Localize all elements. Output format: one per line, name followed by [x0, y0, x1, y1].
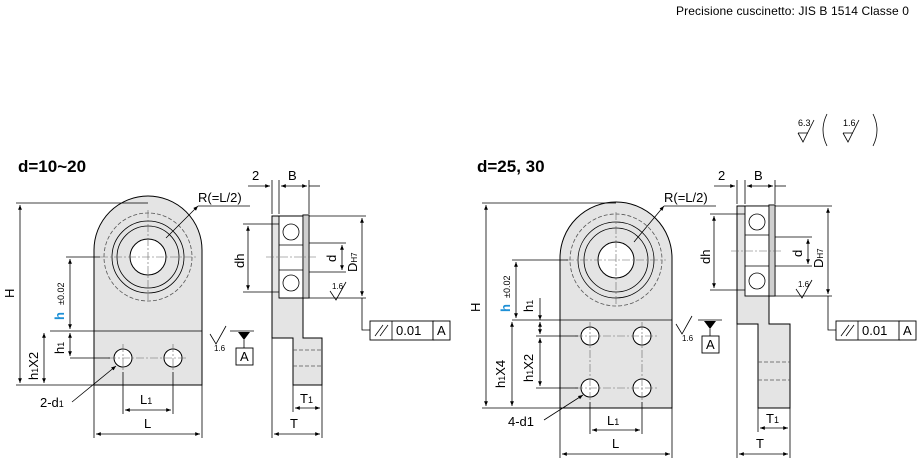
- svg-text:h1: h1: [52, 342, 67, 354]
- dim-D-sub: H7: [816, 248, 825, 259]
- holes-callout: 2-d: [40, 395, 59, 410]
- dim-D: D: [345, 263, 360, 272]
- dim-L: L: [612, 436, 619, 451]
- dim-T1: T: [766, 411, 774, 426]
- bore-roughness: 1.6: [798, 280, 810, 289]
- dim-h1-sub: 1: [56, 342, 66, 347]
- dim-h-tolerance: ±0.02: [56, 283, 66, 305]
- base-roughness: 1.6: [682, 334, 694, 343]
- parallelism-datum: A: [903, 323, 912, 338]
- dim-T: T: [290, 416, 298, 431]
- svg-text:T1: T1: [300, 391, 313, 406]
- dim-h1x2: h: [521, 375, 536, 382]
- right-view-title: d=25, 30: [477, 157, 545, 176]
- dim-dh: dh: [232, 254, 247, 268]
- datum-A: A: [240, 349, 249, 364]
- dim-2: 2: [252, 168, 259, 183]
- dim-L1: L: [607, 413, 614, 428]
- dim-L: L: [144, 416, 151, 431]
- dim-d: d: [324, 255, 339, 262]
- holes-callout: 4-d1: [508, 414, 534, 429]
- right-side-view: 2 B dh d DH7 1.6 0.01 A T1: [698, 168, 917, 458]
- dim-h1: h: [52, 347, 67, 354]
- svg-text:T1: T1: [766, 411, 779, 426]
- dim-h1x2: h: [26, 373, 41, 380]
- right-front-view: R(=L/2) H h ±0.02 h1 h1X2 h1X4 4-d1 L1: [468, 190, 722, 458]
- parallelism-value: 0.01: [396, 323, 421, 338]
- base-roughness: 1.6: [214, 344, 226, 353]
- left-front-view: R(=L/2) H h ±0.02 h1 h1X2 2-d1 L1 L: [2, 190, 254, 438]
- svg-text:h1X2: h1X2: [521, 354, 536, 382]
- dim-h1x2-sub: 1: [30, 368, 40, 373]
- dim-T1-sub: 1: [308, 395, 313, 405]
- dim-h: h: [498, 304, 513, 312]
- dim-L1: L: [140, 392, 147, 407]
- parallelism-value: 0.01: [862, 323, 887, 338]
- dim-h1x4-sub: 1: [497, 376, 507, 381]
- dim-h-tolerance: ±0.02: [502, 276, 512, 298]
- dim-H: H: [468, 303, 483, 312]
- svg-text:DH7: DH7: [345, 252, 360, 272]
- dim-B: B: [754, 168, 763, 183]
- bearing-precision-note: Precisione cuscinetto: JIS B 1514 Classe…: [676, 4, 909, 18]
- datum-A: A: [706, 337, 715, 352]
- svg-text:DH7: DH7: [811, 248, 826, 268]
- dim-h1x2-suffix: X2: [26, 352, 41, 368]
- dim-h1x4-suffix: X4: [493, 360, 508, 376]
- svg-text:h1X2: h1X2: [26, 352, 41, 380]
- dim-L1-sub: 1: [614, 417, 619, 427]
- radius-label: R(=L/2): [664, 190, 708, 205]
- dim-H: H: [2, 289, 17, 298]
- roughness-value-a: 6.3: [798, 118, 811, 128]
- svg-text:h1: h1: [521, 300, 536, 312]
- dim-T: T: [756, 436, 764, 451]
- dim-D: D: [811, 259, 826, 268]
- dim-T1-sub: 1: [774, 415, 779, 425]
- dim-L1-sub: 1: [147, 396, 152, 406]
- dim-h1: h: [521, 305, 536, 312]
- svg-text:2-d1: 2-d1: [40, 395, 64, 410]
- roughness-value-b: 1.6: [843, 118, 856, 128]
- dim-h1-sub: 1: [525, 300, 535, 305]
- dim-h1x4: h: [493, 381, 508, 388]
- dim-T1: T: [300, 391, 308, 406]
- dim-h1x2-suffix: X2: [521, 354, 536, 370]
- dim-2: 2: [718, 168, 725, 183]
- dim-h1x2-sub: 1: [525, 370, 535, 375]
- radius-label: R(=L/2): [198, 190, 242, 205]
- left-side-view: 2 B dh d DH7 1.6 0.01 A: [232, 168, 451, 438]
- surface-finish-symbol: 6.3 1.6: [797, 113, 878, 147]
- svg-text:L1: L1: [140, 392, 152, 407]
- dim-D-sub: H7: [350, 252, 359, 263]
- dim-h: h: [52, 312, 67, 320]
- left-view-title: d=10~20: [18, 157, 87, 176]
- dim-B: B: [288, 168, 297, 183]
- parallelism-datum: A: [437, 323, 446, 338]
- svg-text:L1: L1: [607, 413, 619, 428]
- dim-d: d: [790, 250, 805, 257]
- svg-text:h1X4: h1X4: [493, 360, 508, 388]
- bore-roughness: 1.6: [332, 282, 344, 291]
- dim-dh: dh: [698, 250, 713, 264]
- holes-callout-sub: 1: [59, 399, 64, 409]
